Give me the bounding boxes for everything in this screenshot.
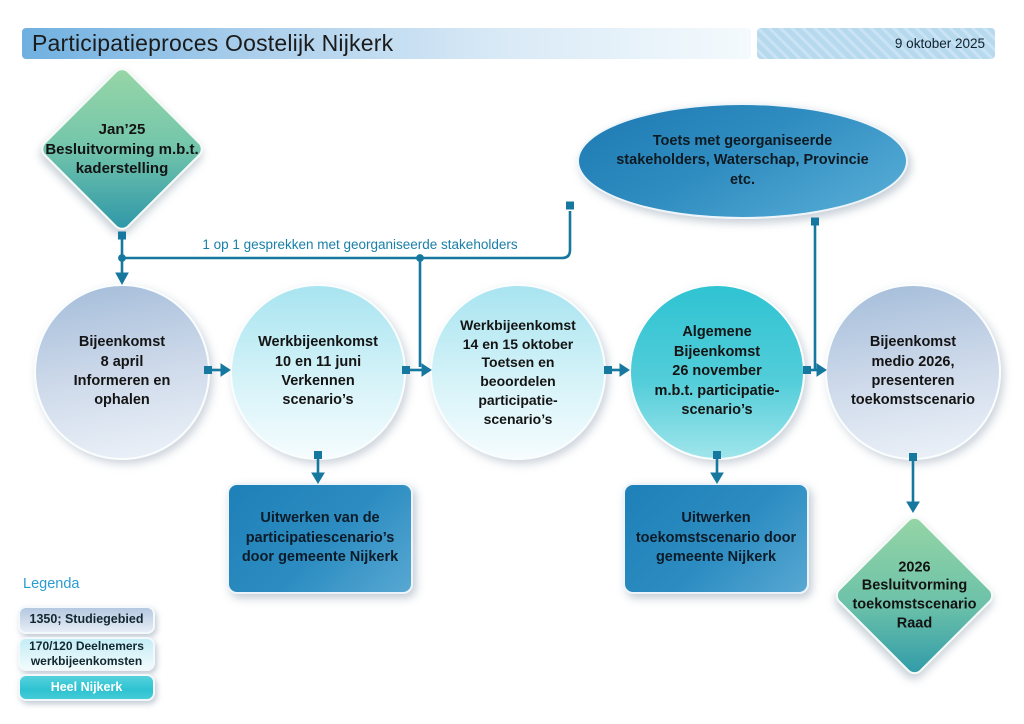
milestone-raad-diamond: 2026 Besluitvorming toekomstscenario Raa… xyxy=(831,512,998,679)
connector-circle5-to-diamond-end xyxy=(906,453,920,513)
circle-bijeenkomst-medio-2026: Bijeenkomst medio 2026, presenteren toek… xyxy=(825,284,1001,460)
legend-item-studiegebied: 1350; Studiegebied xyxy=(18,606,155,634)
connector-circle4-to-circle5 xyxy=(803,363,827,377)
legend-title: Legenda xyxy=(23,576,80,592)
circle-algemene-bijeenkomst-november: Algemene Bijeenkomst 26 november m.b.t. … xyxy=(629,284,805,460)
legend-item-deelnemers: 170/120 Deelnemers werkbijeenkomsten xyxy=(18,637,155,671)
legend-item-heel-nijkerk: Heel Nijkerk xyxy=(18,674,155,701)
milestone-kaderstelling-diamond: Jan’25 Besluitvorming m.b.t. kaderstelli… xyxy=(37,64,207,234)
connector-diamond-to-circle1 xyxy=(115,231,129,286)
rect-uitwerken-participatiescenarios: Uitwerken van de participatiescenario’s … xyxy=(227,483,413,594)
date-badge: 9 oktober 2025 xyxy=(757,28,995,59)
circle-werkbijeenkomst-juni: Werkbijeenkomst 10 en 11 juni Verkennen … xyxy=(230,284,406,460)
connector-ellipse-to-circle5-line xyxy=(811,217,819,369)
page-title: Participatieproces Oostelijk Nijkerk xyxy=(22,28,751,59)
stakeholders-ellipse: Toets met georganiseerde stakeholders, W… xyxy=(577,103,908,219)
diamond-start-label: Jan’25 Besluitvorming m.b.t. kaderstelli… xyxy=(45,120,199,177)
diamond-end-label: 2026 Besluitvorming toekomstscenario Raa… xyxy=(852,558,977,632)
one-on-one-label: 1 op 1 gesprekken met georganiseerde sta… xyxy=(202,237,518,252)
circle-werkbijeenkomst-oktober: Werkbijeenkomst 14 en 15 oktober Toetsen… xyxy=(430,284,606,460)
connector-circle2-to-circle3 xyxy=(402,363,432,377)
connector-circle3-to-circle4 xyxy=(604,363,630,377)
rect-uitwerken-toekomstscenario: Uitwerken toekomstscenario door gemeente… xyxy=(623,483,809,594)
circle-bijeenkomst-8-april: Bijeenkomst 8 april Informeren en ophale… xyxy=(34,284,210,460)
